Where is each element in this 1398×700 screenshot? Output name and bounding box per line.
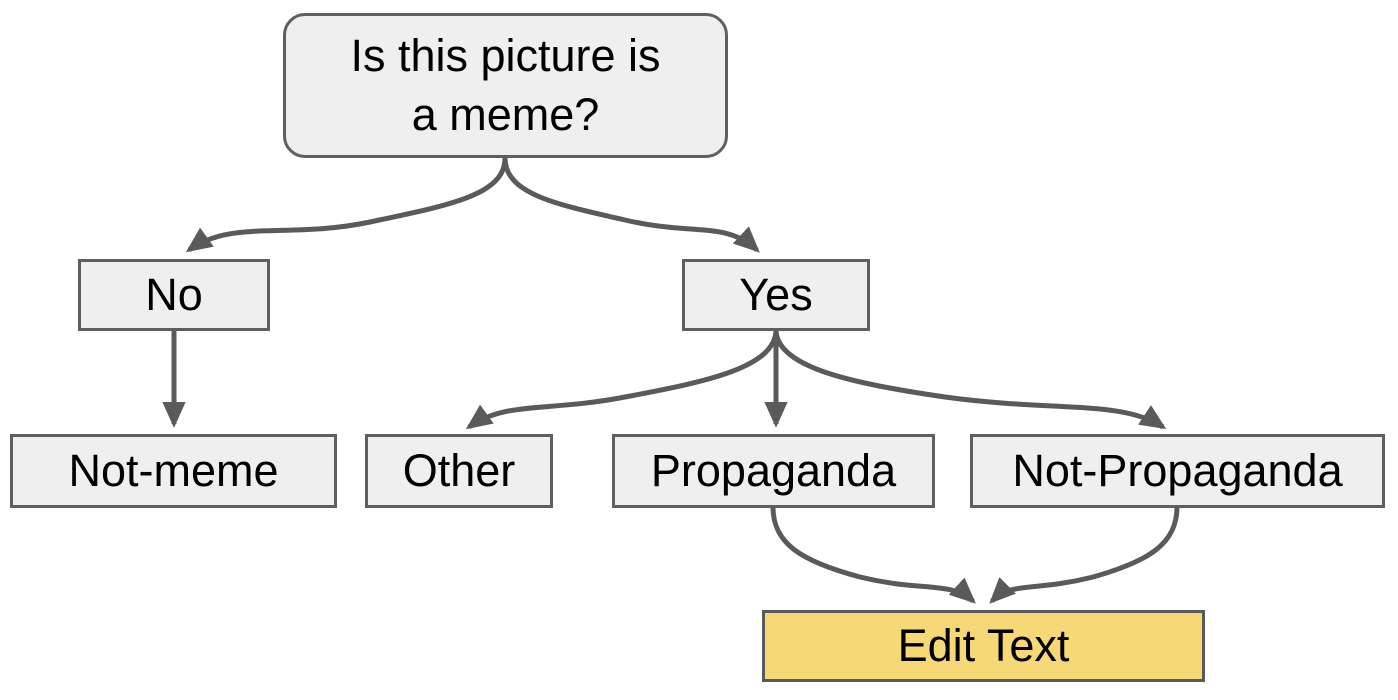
node-no-label: No (145, 268, 203, 320)
node-yes: Yes (682, 259, 870, 331)
node-edit-text-label: Edit Text (897, 619, 1070, 671)
node-propaganda: Propaganda (612, 434, 935, 508)
edge-root-to-yes (502, 157, 760, 253)
node-no: No (78, 259, 270, 331)
edge-yes-to-other (465, 330, 779, 430)
edge-propaganda-to-edit-text (770, 506, 976, 604)
edge-not-propaganda-to-edit-text (989, 506, 1180, 604)
node-root-label: Is this picture is a meme? (350, 27, 660, 144)
node-other-label: Other (402, 444, 516, 496)
node-root-label-line1: Is this picture is (350, 30, 661, 81)
node-other: Other (365, 434, 553, 508)
node-not-meme: Not-meme (10, 434, 337, 508)
node-root-question: Is this picture is a meme? (283, 13, 728, 158)
node-edit-text: Edit Text (762, 610, 1205, 682)
node-root-label-line2: a meme? (411, 88, 600, 140)
node-propaganda-label: Propaganda (650, 444, 897, 496)
node-not-propaganda-label: Not-Propaganda (1012, 444, 1343, 496)
node-not-meme-label: Not-meme (68, 444, 279, 496)
edge-yes-to-not-propaganda (773, 330, 1167, 430)
edge-root-to-no (185, 157, 508, 253)
node-not-propaganda: Not-Propaganda (970, 434, 1385, 508)
node-yes-label: Yes (739, 268, 813, 320)
